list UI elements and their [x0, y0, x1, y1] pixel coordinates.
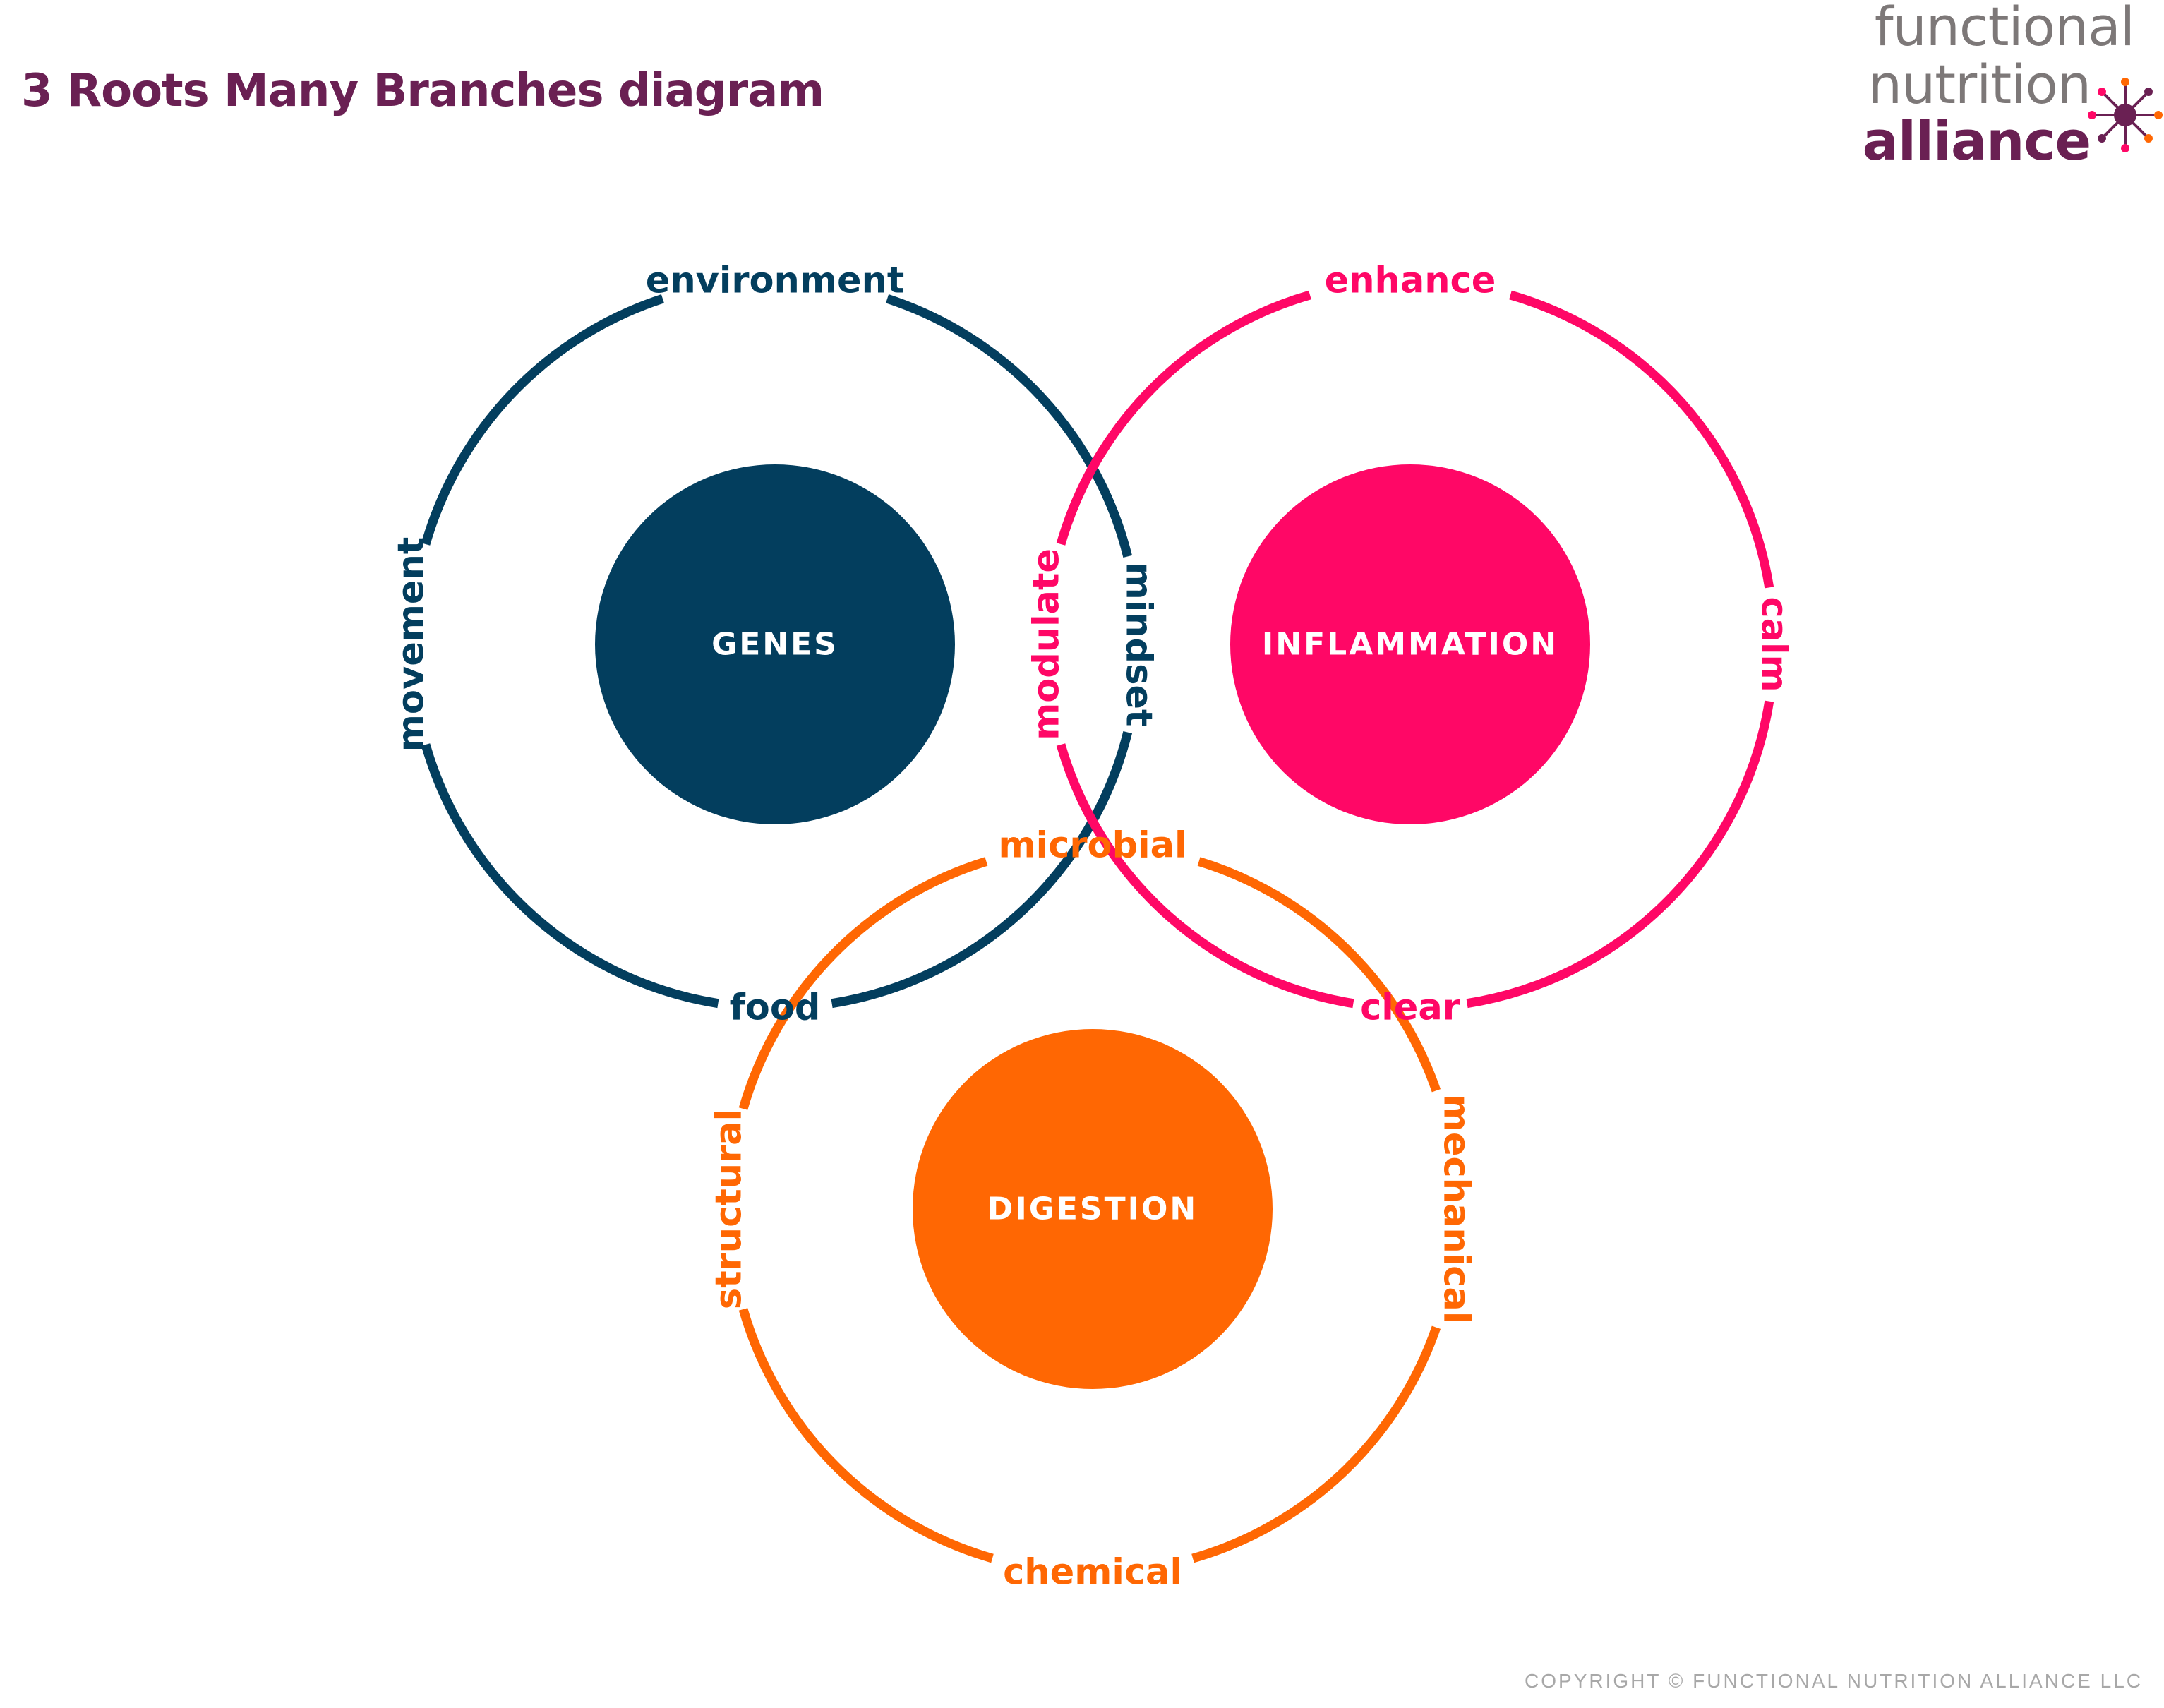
digestion-ring-arc [738, 1308, 994, 1563]
branch-label-movement: movement [391, 537, 433, 752]
branch-label-chemical: chemical [1003, 1552, 1182, 1594]
copyright-notice: COPYRIGHT © FUNCTIONAL NUTRITION ALLIANC… [1525, 1670, 2143, 1692]
digestion-ring-arc [1197, 857, 1441, 1093]
logo-word-nutrition: nutrition [1868, 53, 2091, 116]
branch-label-mechanical: mechanical [1436, 1095, 1477, 1324]
branch-label-mindset: mindset [1118, 563, 1160, 727]
genes-label: GENES [711, 627, 838, 663]
digestion-core-circle [913, 1029, 1273, 1389]
branch-label-food: food [730, 987, 821, 1029]
branch-label-enhance: enhance [1325, 260, 1496, 302]
inflammation-ring-arc [1056, 290, 1311, 546]
sunburst-icon [2088, 78, 2163, 152]
branch-label-calm: calm [1753, 596, 1795, 692]
inflammation-core-circle [1230, 464, 1590, 824]
branch-label-clear: clear [1360, 987, 1460, 1029]
digestion-ring-arc [738, 857, 988, 1110]
genes-ring-arc [421, 294, 664, 546]
genes-ring-arc [831, 731, 1133, 1009]
branch-label-environment: environment [646, 260, 905, 302]
digestion-core: DIGESTION [913, 1029, 1273, 1389]
genes-ring-arc [886, 294, 1133, 558]
digestion-label: DIGESTION [987, 1191, 1198, 1227]
digestion-ring [738, 857, 1441, 1563]
genes-branch-labels: environment food movement mindset [391, 260, 1160, 1029]
digestion-ring-arc [1191, 1325, 1441, 1563]
inflammation-branch-labels: enhance clear modulate calm [1026, 260, 1795, 1029]
branch-label-modulate: modulate [1026, 548, 1068, 740]
genes-core: GENES [595, 464, 955, 824]
inflammation-ring-arc [1509, 290, 1774, 589]
logo-word-functional: functional [1874, 0, 2135, 58]
genes-ring [421, 294, 1133, 1009]
inflammation-core: INFLAMMATION [1230, 464, 1590, 824]
inflammation-label: INFLAMMATION [1262, 627, 1558, 663]
brand-logo: functional nutrition alliance [1825, 0, 2164, 176]
page-title: 3 Roots Many Branches diagram [21, 65, 824, 117]
genes-ring-arc [421, 743, 719, 1009]
inflammation-ring-arc [1466, 700, 1774, 1009]
digestion-branch-labels: microbial chemical structural mechanical [709, 825, 1477, 1594]
inflammation-ring-arc [1056, 743, 1354, 1009]
branch-label-microbial: microbial [999, 825, 1187, 867]
genes-core-circle [595, 464, 955, 824]
logo-word-alliance: alliance [1862, 109, 2091, 172]
inflammation-ring [1056, 290, 1774, 1009]
branch-label-structural: structural [709, 1109, 750, 1309]
